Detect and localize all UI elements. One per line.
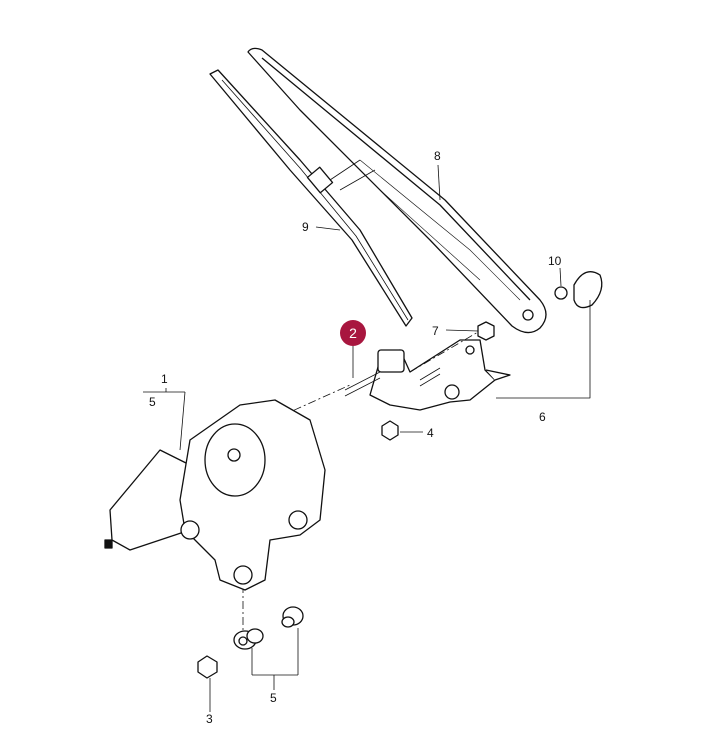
cap-part-10[interactable]	[554, 271, 603, 309]
callout-5-motor: 5	[149, 395, 156, 409]
grommet-part-5a[interactable]	[233, 628, 264, 650]
bracket-assembly-part-2[interactable]	[344, 339, 511, 411]
callout-1: 1	[161, 372, 168, 386]
wiper-motor-part-1[interactable]	[104, 399, 326, 591]
callout-6: 6	[539, 410, 546, 424]
callout-9: 9	[302, 220, 309, 234]
callout-5-bottom: 5	[270, 691, 277, 705]
callout-7: 7	[432, 324, 439, 338]
wiper-blade-part-9[interactable]	[209, 69, 413, 327]
leader-lines	[143, 164, 591, 712]
callout-4: 4	[427, 426, 434, 440]
callout-3: 3	[206, 712, 213, 726]
callout-8: 8	[434, 149, 441, 163]
callout-10: 10	[548, 254, 562, 268]
nut-part-7[interactable]	[477, 321, 495, 341]
grommet-part-5b[interactable]	[281, 606, 304, 628]
highlighted-callout-2[interactable]: 2	[340, 320, 366, 346]
wiper-arm-part-8[interactable]	[247, 47, 547, 334]
nut-part-4[interactable]	[381, 420, 399, 441]
nut-part-3[interactable]	[197, 655, 218, 679]
